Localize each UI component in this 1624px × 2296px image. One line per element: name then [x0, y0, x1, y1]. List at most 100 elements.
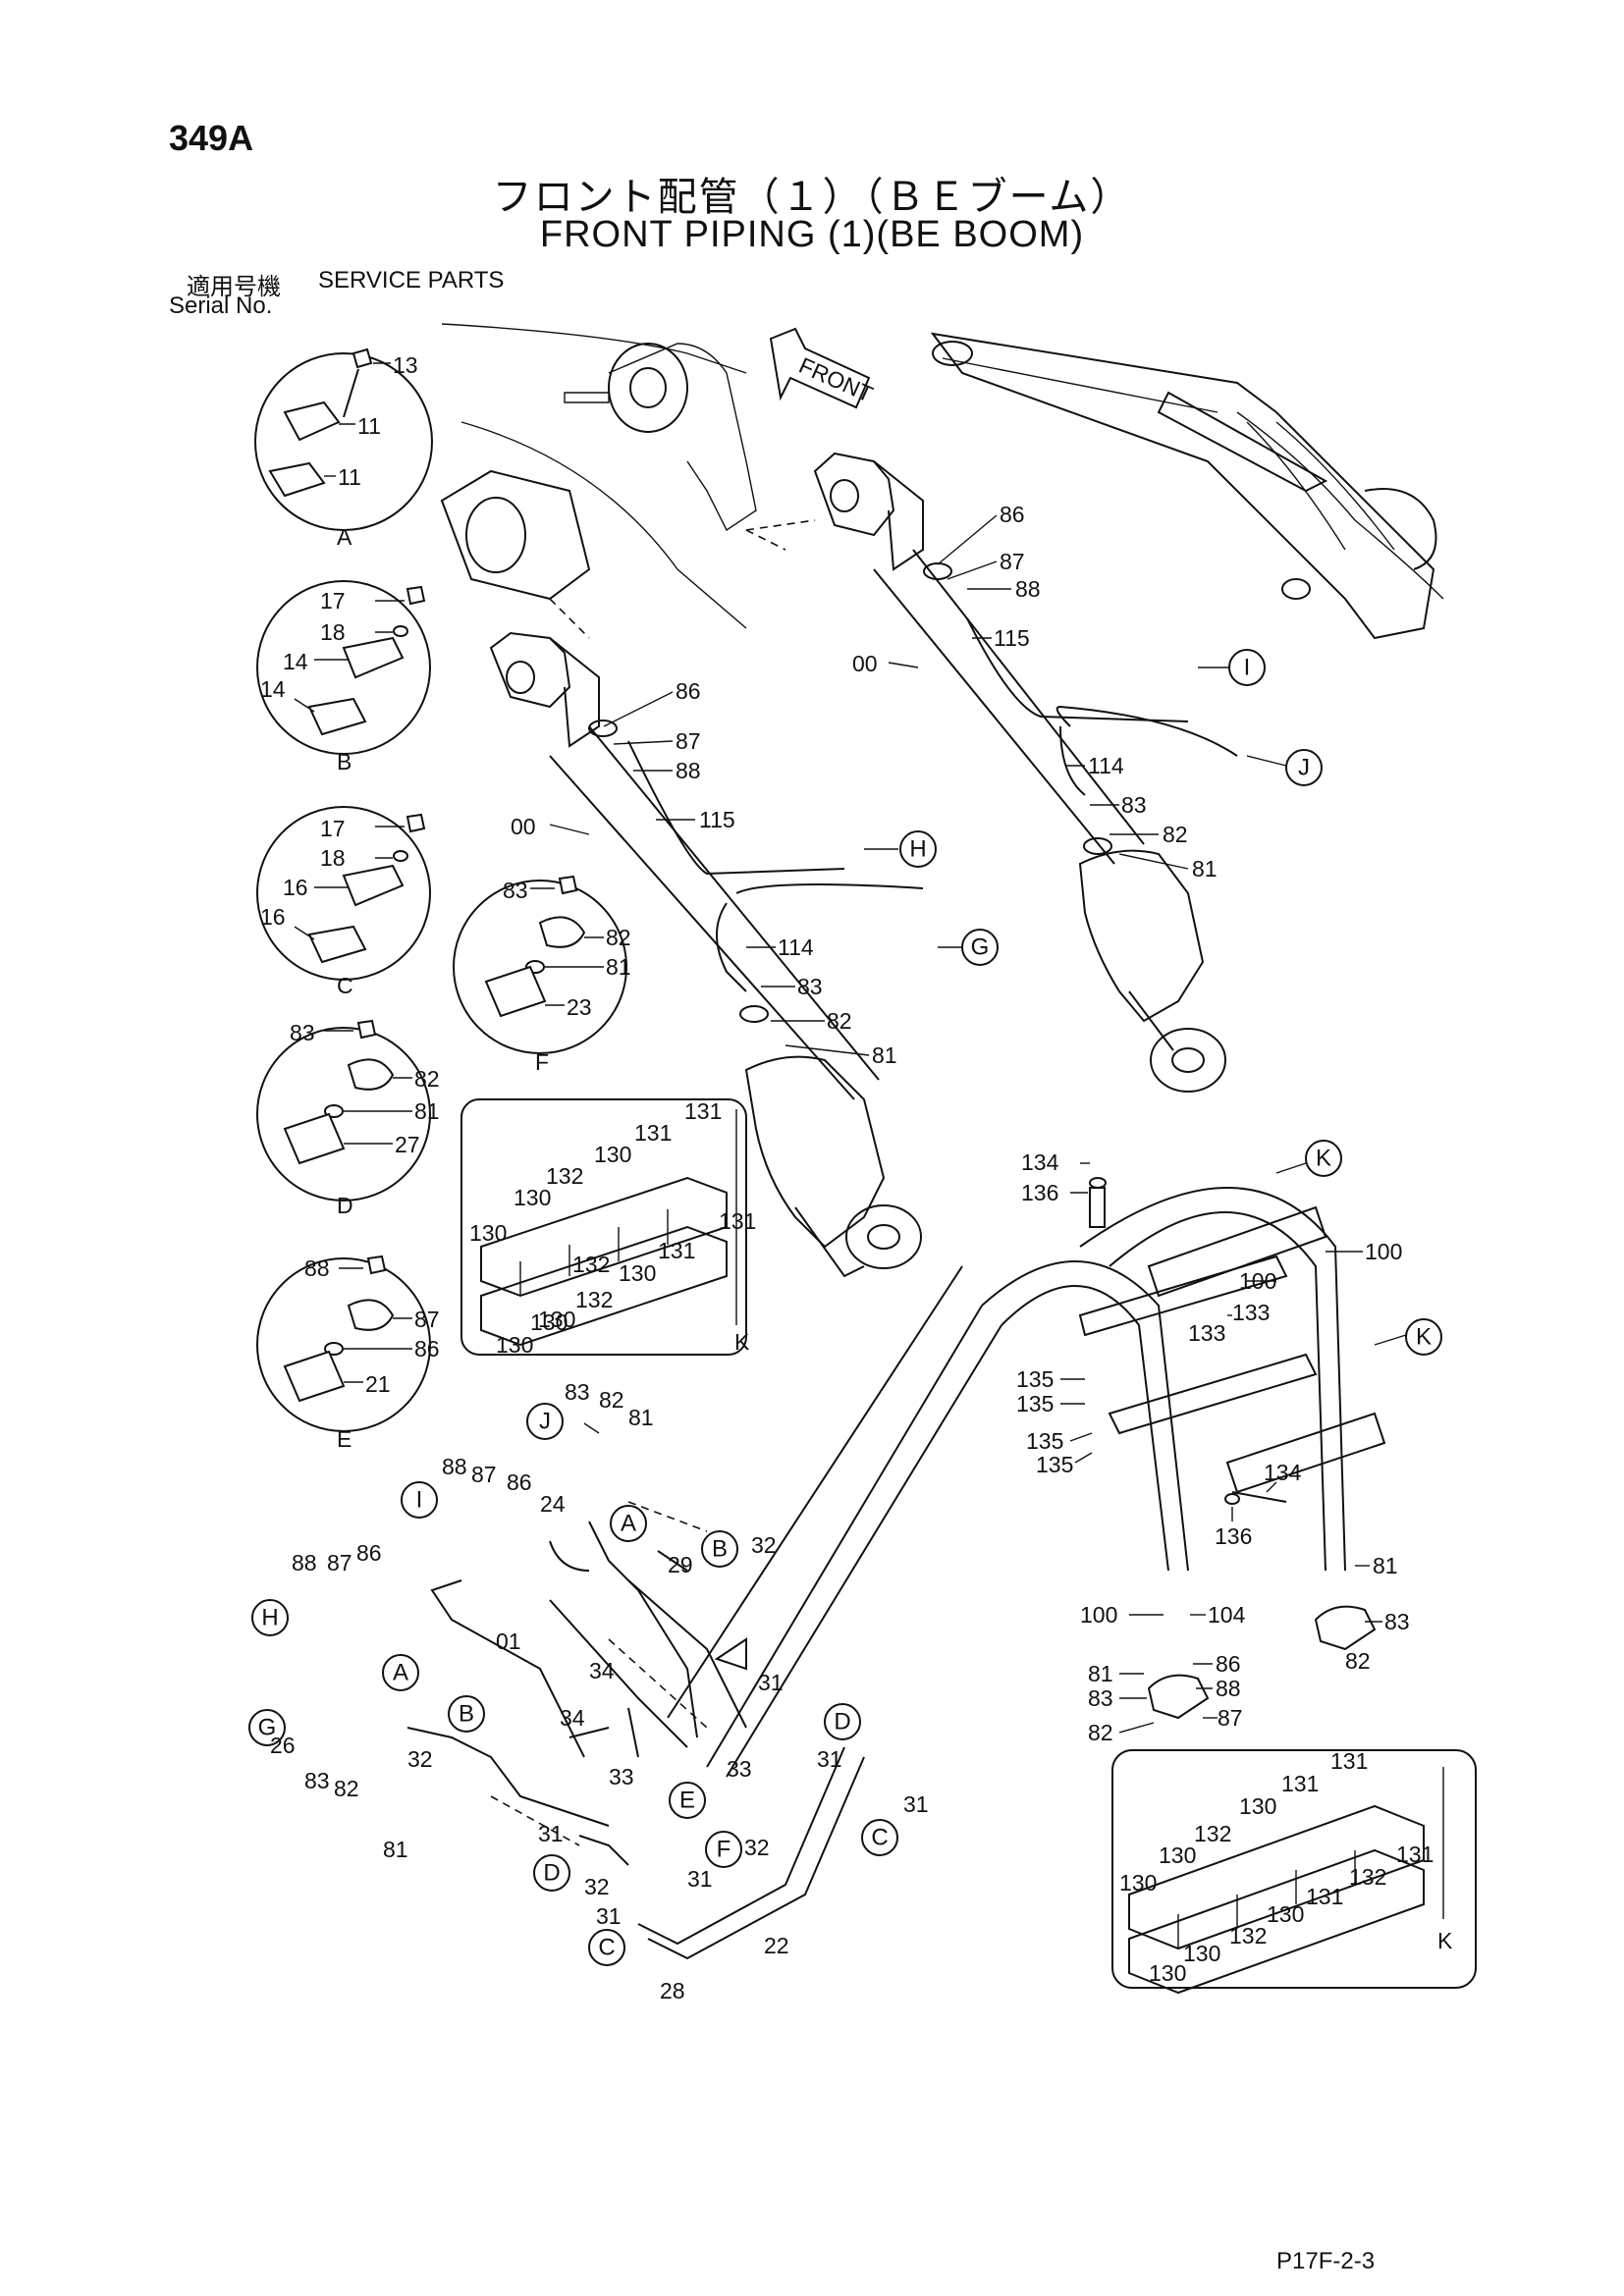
part-label: 11 — [338, 464, 361, 490]
clamp-box-letter: K — [1437, 1928, 1453, 1953]
callout-circle — [824, 1703, 861, 1740]
part-label: 31 — [817, 1746, 842, 1772]
part-label: 32 — [584, 1874, 610, 1899]
part-label: 32 — [407, 1746, 433, 1772]
part-label: 135 — [1016, 1391, 1054, 1416]
part-label: 86 — [676, 678, 701, 704]
callout-circle — [861, 1819, 898, 1856]
part-label: 130 — [1239, 1793, 1276, 1819]
callout-circle — [588, 1929, 625, 1966]
callout-circle — [533, 1854, 570, 1892]
callout-letter: B — [712, 1536, 728, 1563]
part-label: 83 — [1384, 1609, 1410, 1634]
machine-thumbnail — [930, 332, 1444, 640]
part-label: 83 — [503, 878, 528, 903]
callout-circle — [401, 1481, 438, 1519]
detail-view-letter: E — [337, 1426, 352, 1452]
part-label: 100 — [1239, 1268, 1276, 1294]
part-label: 87 — [327, 1550, 352, 1575]
title-japanese: フロント配管（１）（ＢＥブーム） — [492, 175, 1132, 220]
part-label: 81 — [606, 954, 631, 980]
part-label: 100 — [1080, 1602, 1117, 1628]
clamp-box-letter: K — [734, 1329, 750, 1355]
part-label: 82 — [1345, 1648, 1371, 1674]
part-label: 16 — [260, 904, 286, 930]
part-label: 130 — [1183, 1941, 1220, 1966]
detail-view-a: 13 11 11 A — [254, 347, 433, 550]
part-label: 136 — [1021, 1180, 1058, 1205]
part-label: 31 — [687, 1866, 713, 1892]
callout-letter: A — [621, 1511, 636, 1537]
detail-view-d: 83 82 81 27 D — [256, 1019, 440, 1218]
part-label: 01 — [496, 1629, 521, 1654]
part-label: 83 — [1088, 1685, 1113, 1711]
lower-piping — [406, 1265, 1002, 1960]
part-label: 82 — [414, 1066, 440, 1092]
part-label: 130 — [1159, 1842, 1196, 1868]
part-label: 115 — [994, 625, 1030, 651]
part-label: 31 — [758, 1670, 784, 1695]
part-label: 14 — [283, 649, 308, 674]
callout-letter: J — [539, 1409, 551, 1435]
part-label: 81 — [628, 1405, 654, 1430]
callout-letter: C — [598, 1935, 615, 1961]
part-label: 131 — [1281, 1771, 1319, 1796]
right-boom-cylinder — [813, 452, 1238, 1093]
callout-letter: B — [459, 1701, 474, 1728]
part-label: 130 — [619, 1260, 656, 1286]
callout-letter: I — [416, 1487, 423, 1514]
front-arrow: FRONT — [769, 327, 877, 409]
part-label: 131 — [1306, 1884, 1343, 1909]
part-label: 31 — [903, 1791, 929, 1817]
callout-letter: H — [909, 836, 926, 863]
part-label: 130 — [538, 1307, 575, 1332]
callout-letter: K — [1316, 1146, 1331, 1172]
part-label: 130 — [469, 1220, 507, 1246]
part-label: 29 — [668, 1552, 693, 1577]
part-label: 86 — [1216, 1651, 1241, 1677]
callout-letter: D — [543, 1860, 560, 1887]
part-label: 82 — [1163, 822, 1188, 847]
part-label: 81 — [1192, 856, 1218, 881]
part-label: 88 — [442, 1454, 467, 1479]
callout-circle — [669, 1782, 706, 1819]
part-label: 86 — [507, 1469, 532, 1495]
part-label: 18 — [320, 619, 346, 645]
callout-circle — [705, 1831, 742, 1868]
title-english: FRONT PIPING (1)(BE BOOM) — [539, 214, 1085, 255]
clamp-detail-box-2: 131 131 130 132 130 131 130 132 131 130 … — [1111, 1748, 1477, 1995]
part-label: 27 — [395, 1132, 420, 1157]
part-label: 82 — [334, 1776, 359, 1801]
detail-view-letter: F — [535, 1049, 549, 1075]
part-label: 83 — [797, 974, 823, 999]
part-label: 130 — [1267, 1901, 1304, 1927]
part-label: 130 — [496, 1332, 533, 1358]
part-label: 88 — [1015, 576, 1041, 602]
callout-circle — [382, 1654, 419, 1691]
callout-letter: G — [971, 934, 990, 961]
part-label: 132 — [546, 1163, 583, 1189]
part-label: 33 — [609, 1764, 634, 1789]
part-label: 130 — [514, 1185, 551, 1210]
part-label: 88 — [292, 1550, 317, 1575]
clamp-detail-box-1: 131 131 130 132 130 131 130 132 131 130 … — [460, 1098, 756, 1358]
part-label: 17 — [320, 588, 346, 614]
part-label: 82 — [1088, 1720, 1113, 1745]
detail-view-f: 83 82 81 23 F — [453, 875, 631, 1075]
part-label: 31 — [596, 1903, 622, 1929]
left-cylinder-labels: 86 87 88 00 115 114 83 82 81 H G — [511, 678, 999, 1068]
callout-letter: G — [258, 1715, 277, 1741]
part-label: 133 — [1188, 1320, 1225, 1346]
callout-circle — [899, 830, 937, 868]
part-label: 131 — [634, 1120, 672, 1146]
part-label: 33 — [727, 1756, 752, 1782]
detail-view-letter: B — [337, 749, 352, 774]
detail-view-letter: C — [337, 973, 353, 998]
part-label: 81 — [414, 1098, 440, 1124]
part-label: 81 — [872, 1042, 897, 1068]
part-label: 32 — [751, 1532, 777, 1558]
part-label: 82 — [827, 1008, 852, 1034]
callout-letter: C — [871, 1825, 888, 1851]
page-code: P17F-2-3 — [1276, 2248, 1376, 2274]
part-label: 81 — [1088, 1661, 1113, 1686]
